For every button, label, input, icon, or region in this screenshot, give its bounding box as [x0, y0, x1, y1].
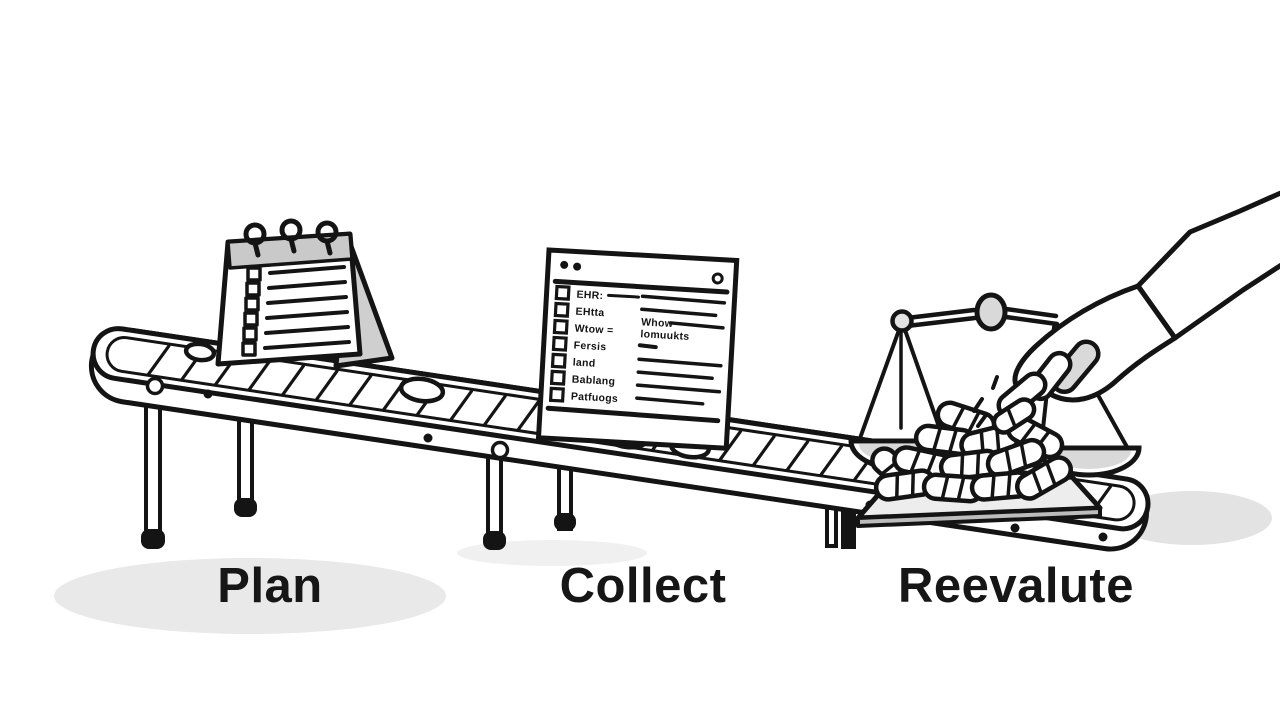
- falling-pill: [990, 396, 1038, 437]
- belt-leg: [146, 395, 160, 541]
- sparkle-line: [974, 399, 982, 411]
- checklist-label: Bablang: [571, 373, 615, 387]
- scale-pivot-knob: [977, 295, 1005, 329]
- ground-shadow: [54, 558, 446, 634]
- rail-dot: [1010, 523, 1020, 533]
- note-line: [638, 372, 712, 378]
- checklist-document: EHR: EHtta Wtow = Fersis land Bablang Pa…: [539, 250, 737, 448]
- note-line: [642, 296, 724, 303]
- note-line: [642, 309, 716, 315]
- checklist-checkbox: [556, 287, 569, 300]
- calendar-checkbox: [245, 313, 257, 325]
- hand-illustration: [974, 188, 1280, 436]
- stage-label-collect: Collect: [559, 559, 727, 613]
- checklist-label: EHR:: [576, 289, 604, 302]
- calendar-rows: [243, 267, 349, 355]
- sparkle-lines: [974, 377, 997, 426]
- document-dot: [573, 262, 582, 271]
- rail-ring: [493, 443, 508, 458]
- document-note-lines: [548, 291, 724, 420]
- checklist-label: EHtta: [575, 306, 605, 320]
- calendar-row-line: [270, 267, 344, 273]
- pill-tray-edge: [858, 508, 1100, 526]
- checklist-checkbox: [551, 388, 564, 401]
- belt-item-oval: [185, 342, 215, 362]
- scale-left-hanger: [859, 330, 944, 441]
- checklist-checkbox: [553, 354, 566, 367]
- calendar-row-line: [267, 312, 347, 318]
- document-note-word: lomuukts: [640, 328, 690, 343]
- beam-line: [1006, 317, 1057, 324]
- hanger-line: [859, 330, 899, 441]
- calendar-checkbox: [248, 268, 260, 280]
- calendar-row-line: [266, 327, 348, 333]
- calendar-ring-hook: [291, 239, 294, 251]
- note-line: [671, 323, 723, 328]
- ground-shadow: [1112, 491, 1272, 545]
- document-header-rule: [555, 281, 727, 292]
- checklist-checkbox: [555, 303, 568, 316]
- sparkle-line: [978, 415, 986, 426]
- checklist-checkbox: [554, 320, 567, 333]
- checklist-checkbox: [553, 337, 566, 350]
- checklist-dash: [609, 295, 639, 297]
- belt-foot: [236, 500, 255, 515]
- calendar-ring-hook: [255, 243, 258, 255]
- beam-line: [907, 318, 975, 326]
- belt-leg: [827, 508, 836, 546]
- hanger-line: [905, 330, 944, 441]
- checklist-rows: [551, 287, 639, 405]
- rail-rivets: [148, 379, 1108, 542]
- stage-label-plan: Plan: [217, 559, 323, 613]
- note-line: [637, 385, 719, 392]
- note-line: [637, 398, 703, 404]
- rail-dot: [203, 389, 213, 399]
- calendar-row-line: [265, 342, 349, 348]
- calendar-ring-hook: [327, 241, 330, 253]
- rail-ring: [148, 379, 163, 394]
- stage-label-reevalute: Reevalute: [897, 559, 1135, 613]
- calendar-checkbox: [244, 328, 256, 340]
- calendar-row-line: [268, 297, 346, 303]
- calendar-row-line: [269, 282, 345, 288]
- checklist-label: land: [572, 357, 595, 370]
- checklist-label: Fersis: [573, 340, 606, 354]
- document-dot: [560, 260, 569, 269]
- note-line: [640, 345, 656, 347]
- belt-leg: [843, 511, 854, 547]
- scale-end-knob: [893, 312, 912, 331]
- document-ring: [713, 274, 722, 283]
- scale-beam: [907, 309, 1057, 326]
- belt-item-oval: [400, 376, 445, 404]
- belt-foot: [485, 533, 504, 548]
- calendar-rings: [246, 221, 336, 255]
- beam-line: [907, 310, 974, 318]
- calendar-illustration: [218, 221, 392, 366]
- belt-foot: [143, 531, 163, 547]
- note-line: [639, 359, 721, 366]
- checklist-label: Wtow =: [574, 323, 613, 337]
- calendar-checkbox: [247, 283, 259, 295]
- document-bottom-rule: [548, 408, 718, 420]
- calendar-checkbox: [243, 343, 255, 355]
- rail-dot: [423, 433, 433, 443]
- rail-dot: [1098, 532, 1108, 542]
- beam-line: [1006, 309, 1056, 316]
- calendar-checkbox: [246, 298, 258, 310]
- falling-pill-band: [1004, 408, 1018, 427]
- checklist-checkbox: [552, 371, 565, 384]
- sparkle-line: [993, 377, 997, 388]
- checklist-label: Patfuogs: [571, 390, 619, 405]
- document-note-word: Whow: [641, 316, 674, 330]
- belt-foot: [556, 515, 574, 529]
